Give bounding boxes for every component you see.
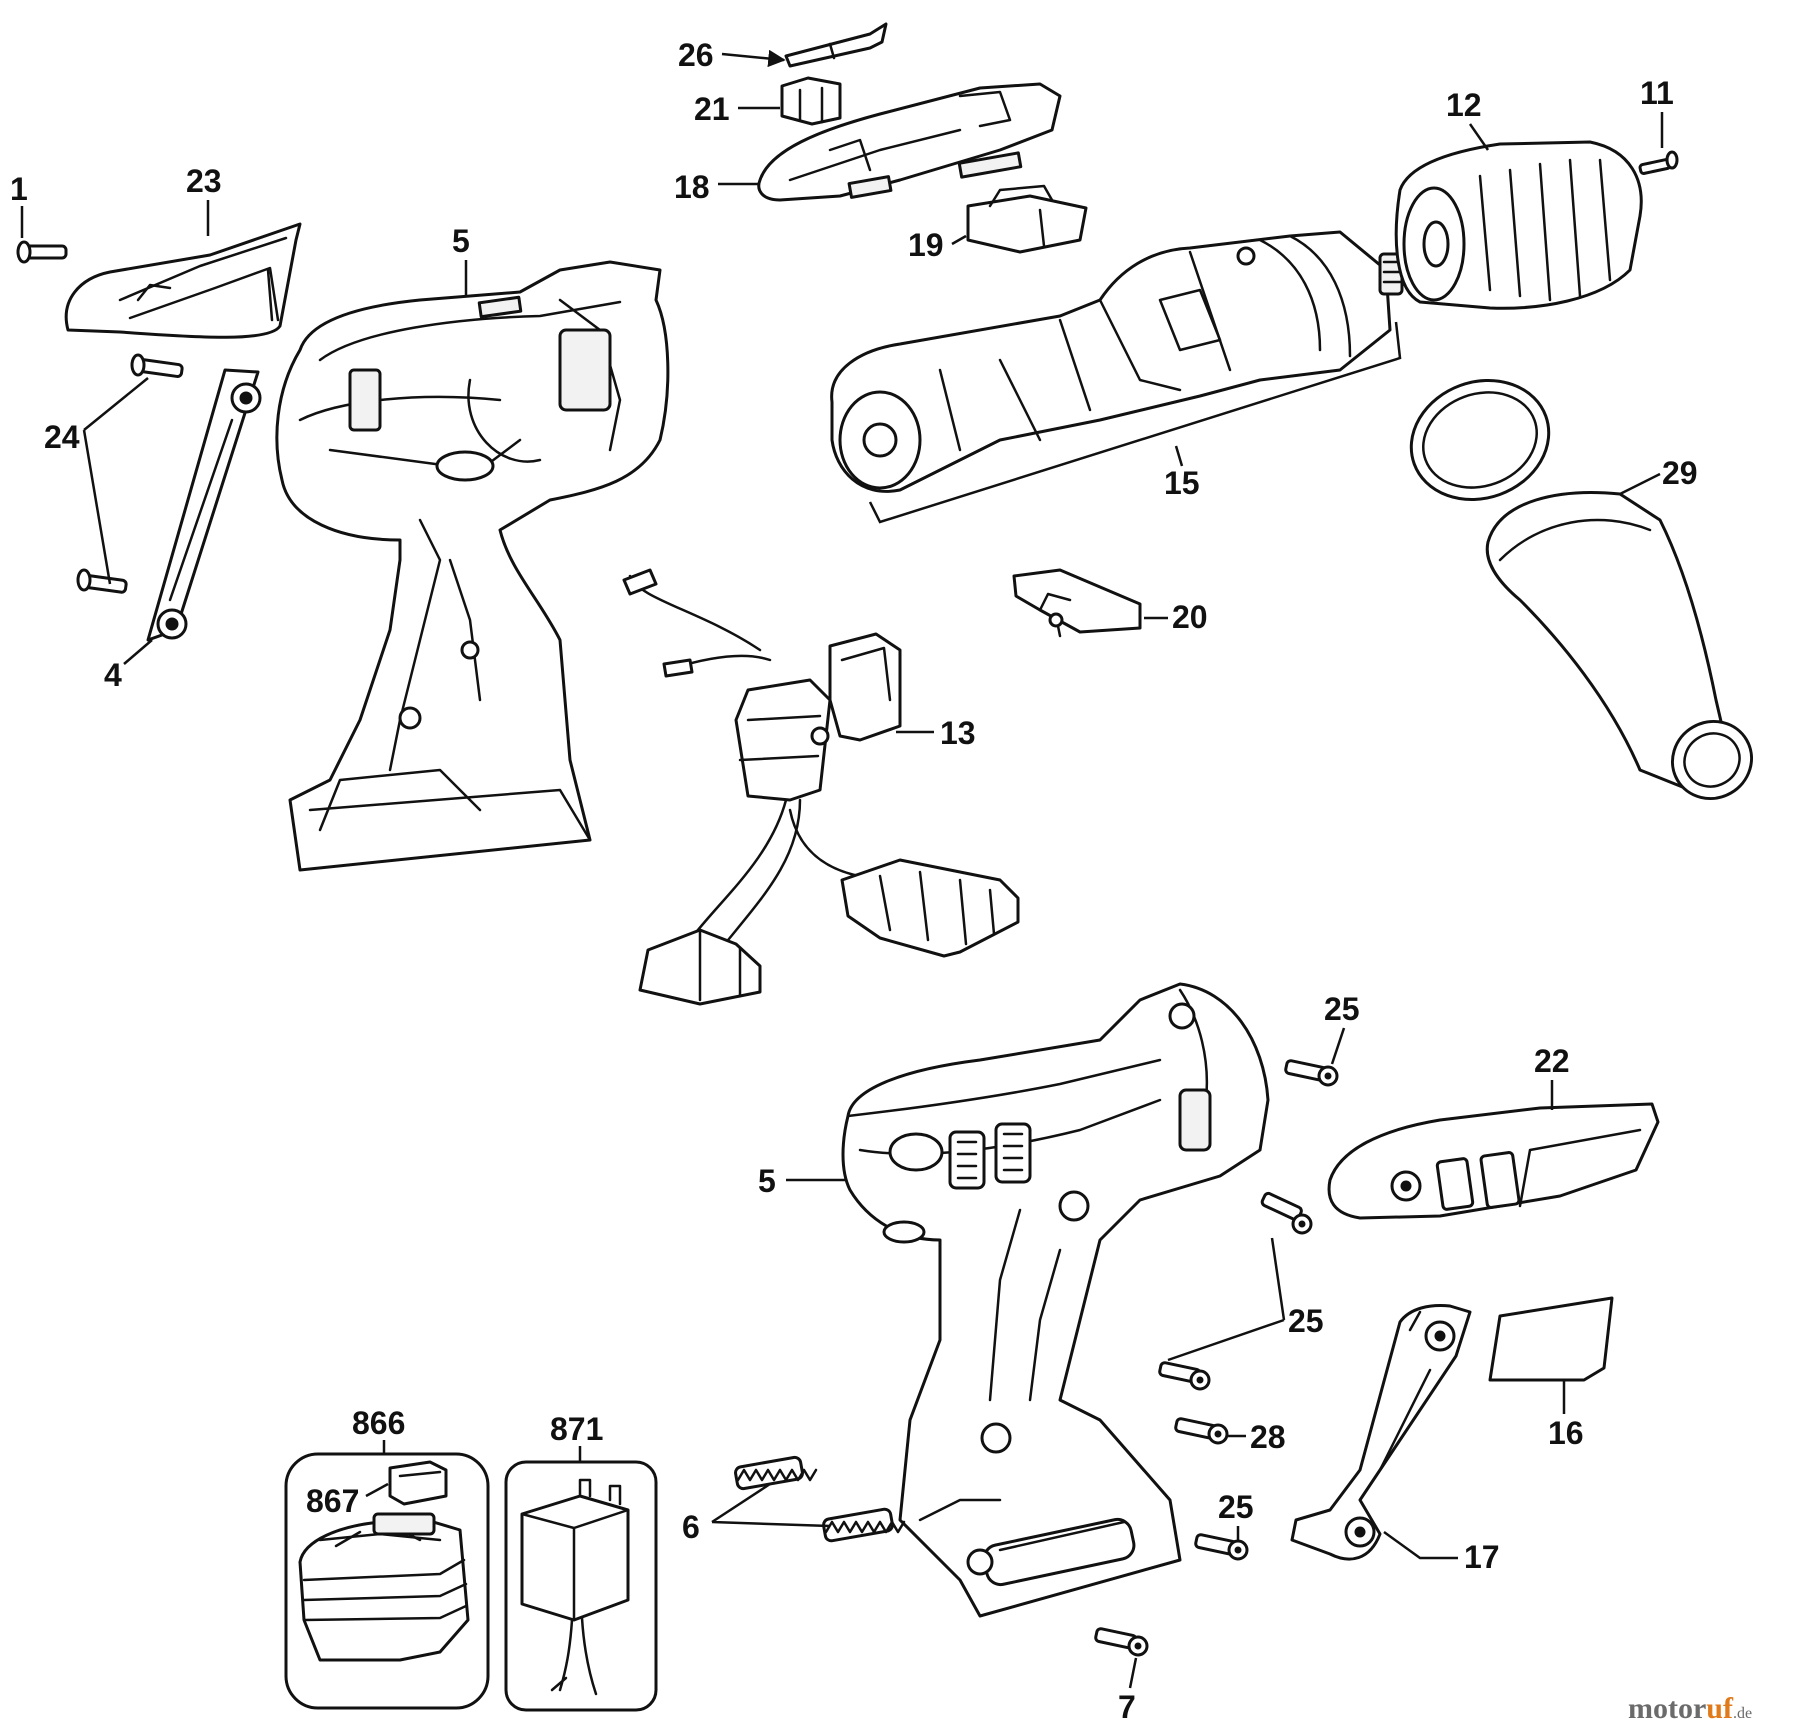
watermark-logo: motoruf.de [1628,1692,1752,1725]
part-867-terminal [388,1460,448,1506]
label-18: 18 [674,169,710,205]
part-20-clip [1012,568,1142,638]
label-19: 19 [908,227,944,263]
leader-12 [1468,123,1490,151]
leader-24a [83,377,149,431]
part-16-label-plate [1488,1296,1614,1382]
leader-17 [1383,1530,1458,1560]
label-13: 13 [940,715,976,751]
part-25a-screw [1284,1059,1339,1087]
part-4-side-bar [146,368,262,642]
label-26: 26 [678,37,714,73]
part-26-bit [784,22,888,68]
part-1-screw [16,240,68,264]
label-29: 29 [1662,455,1698,491]
watermark-suffix: .de [1733,1705,1752,1722]
part-22-side-cap [1327,1102,1660,1220]
label-25-a: 25 [1324,991,1360,1027]
part-21-clip [780,76,842,126]
leader-24b [82,429,112,585]
label-4: 4 [104,657,122,693]
bracket-15 [868,321,1402,524]
leader-19 [951,234,967,246]
leader-25-a [1330,1027,1346,1065]
watermark-brand-b: uf [1706,1692,1734,1725]
part-23-top-cover [64,222,302,339]
label-11: 11 [1640,75,1674,111]
leader-29 [1619,472,1661,496]
label-25-c: 25 [1218,1489,1254,1525]
label-17: 17 [1464,1539,1500,1575]
part-24-screws [76,353,184,594]
svg-text:motoruf.de: motoruf.de [1628,1692,1752,1725]
label-7: 7 [1118,1689,1136,1725]
leader-7 [1128,1657,1138,1689]
part-25b-screws [1158,1191,1313,1391]
part-15-motor-gearbox [830,230,1404,493]
part-7-screw [1094,1627,1149,1657]
label-25-b: 25 [1288,1303,1324,1339]
part-17-side-bar [1290,1304,1472,1561]
part-18-top-plate [757,82,1062,202]
part-29-side-handle [1409,378,1754,801]
label-6: 6 [682,1509,700,1545]
label-866: 866 [352,1405,405,1441]
part-12-chuck [1394,140,1643,310]
watermark-brand-a: motor [1628,1692,1706,1725]
leader-6 [711,1482,831,1528]
part-866-battery [298,1512,470,1662]
label-15: 15 [1164,465,1200,501]
part-5-housing-left [275,260,670,872]
leader-15 [1174,445,1184,467]
leader-25-b [1167,1237,1286,1362]
label-1: 1 [10,171,28,207]
label-871: 871 [550,1411,603,1447]
part-6-springs [734,1455,906,1543]
label-5-top: 5 [452,223,470,259]
label-24: 24 [44,419,80,455]
label-20: 20 [1172,599,1208,635]
label-28: 28 [1250,1419,1286,1455]
part-28-screw [1174,1417,1229,1445]
leader-867 [365,1482,389,1498]
label-21: 21 [694,91,730,127]
leader-26 [721,49,786,68]
label-22: 22 [1534,1043,1570,1079]
label-23: 23 [186,163,222,199]
label-16: 16 [1548,1415,1584,1451]
part-11-screw [1638,150,1679,175]
label-12: 12 [1446,87,1482,123]
part-5-housing-right [841,982,1270,1618]
part-13-switch-wiring [622,568,1020,1006]
label-867: 867 [306,1483,359,1519]
part-19-switch [966,184,1088,254]
label-5-bottom: 5 [758,1163,776,1199]
leader-4 [123,639,153,665]
part-871-charger [520,1478,630,1696]
part-25c-screw [1194,1533,1249,1561]
